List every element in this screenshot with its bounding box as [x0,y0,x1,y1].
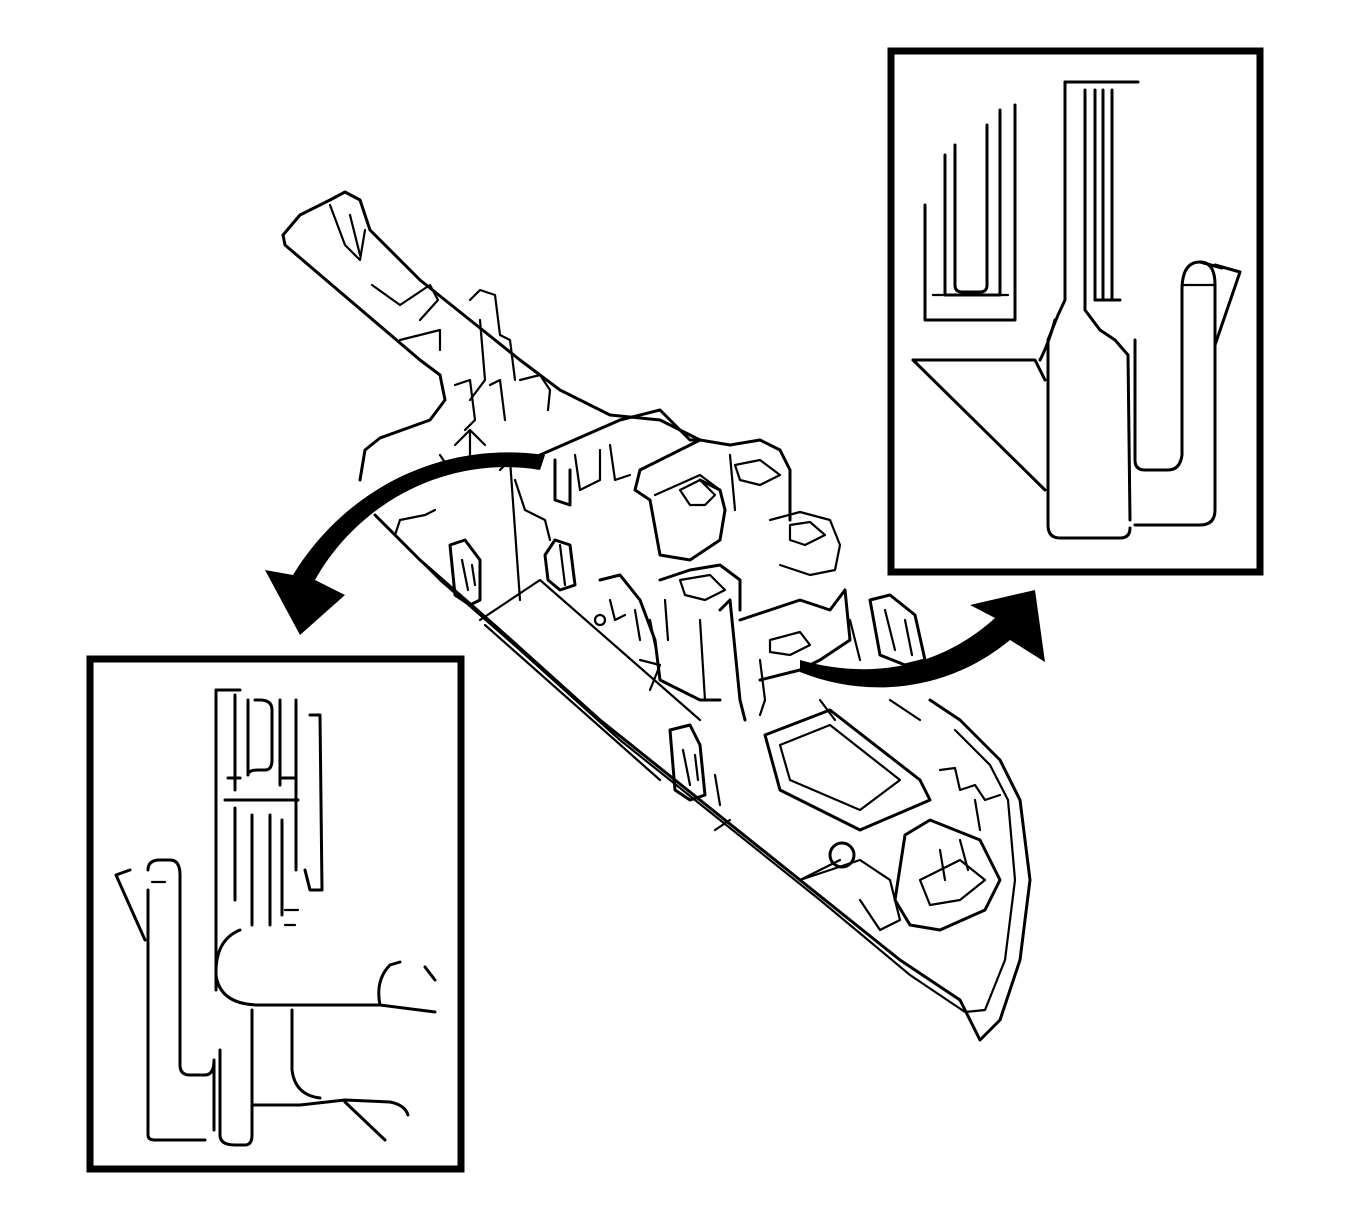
detail-inset-clip-left [86,655,465,1173]
arrow-to-left-inset [265,452,545,635]
detail-inset-clip-right [887,47,1264,576]
arrow-to-right-inset [800,590,1045,688]
bezel-housing [281,190,1032,1042]
